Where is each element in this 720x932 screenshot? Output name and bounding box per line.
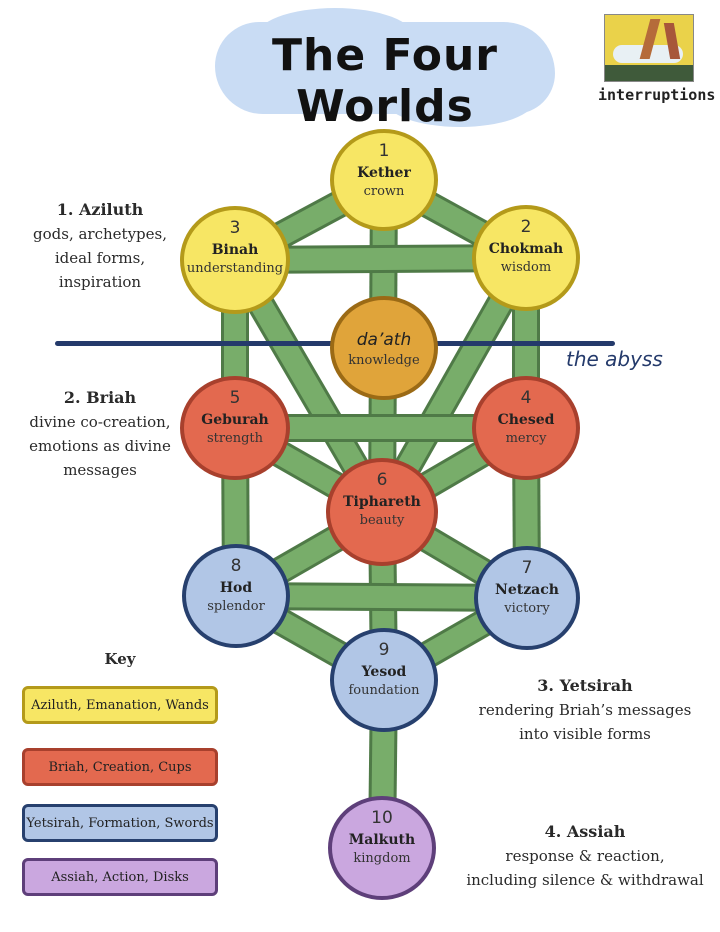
key-item-assiah: Assiah, Action, Disks (22, 858, 218, 896)
sephirah-meaning: mercy (505, 431, 547, 446)
sephirah-name: da’ath (356, 330, 412, 350)
sephirah-daath: da’ath knowledge (330, 296, 438, 400)
sephirah-kether: 1 Kether crown (330, 129, 438, 231)
sephirah-number: 4 (520, 388, 532, 408)
page-title: The Four Worlds (271, 30, 499, 132)
world-briah: 2. Briah divine co-creation, emotions as… (5, 386, 195, 482)
sephirah-name: Geburah (201, 412, 269, 428)
sephirah-meaning: splendor (207, 599, 265, 614)
sephirah-tiphareth: 6 Tiphareth beauty (326, 458, 438, 566)
abyss-label: the abyss (566, 347, 663, 371)
sephirah-hod: 8 Hod splendor (182, 544, 290, 648)
sephirah-meaning: knowledge (348, 353, 420, 368)
sephirah-yesod: 9 Yesod foundation (330, 628, 438, 732)
key-item-label: Yetsirah, Formation, Swords (26, 815, 214, 831)
sephirah-name: Malkuth (348, 832, 416, 848)
sephirah-name: Kether (357, 165, 411, 181)
sephirah-meaning: kingdom (353, 851, 411, 866)
title-cloud (215, 8, 555, 127)
world-title: 2. Briah (63, 388, 137, 407)
sephirah-chokmah: 2 Chokmah wisdom (472, 205, 580, 311)
world-line: rendering Briah’s messages (478, 701, 692, 719)
world-line: divine co-creation, (29, 413, 171, 431)
sephirah-number: 6 (376, 470, 388, 490)
world-title: 1. Aziluth (56, 200, 144, 219)
sephirah-name: Netzach (495, 582, 559, 598)
world-line: gods, archetypes, (33, 225, 167, 243)
sephirah-number: 10 (371, 808, 393, 828)
key-item-yetsirah: Yetsirah, Formation, Swords (22, 804, 218, 842)
world-title: 3. Yetsirah (537, 676, 633, 695)
world-line: response & reaction, (505, 847, 665, 865)
sephirah-meaning: wisdom (500, 260, 552, 275)
world-yetsirah: 3. Yetsirah rendering Briah’s messages i… (465, 674, 705, 746)
sephirah-name: Tiphareth (343, 494, 421, 510)
sephirah-name: Chesed (497, 412, 555, 428)
sephirah-meaning: crown (363, 184, 405, 199)
sephirah-number: 2 (520, 217, 532, 237)
sephirah-name: Hod (219, 580, 253, 596)
sephirah-malkuth: 10 Malkuth kingdom (328, 796, 436, 900)
sephirah-chesed: 4 Chesed mercy (472, 376, 580, 480)
sephirah-meaning: beauty (359, 513, 405, 528)
key-item-label: Briah, Creation, Cups (48, 759, 192, 775)
key-title: Key (104, 650, 136, 668)
sephirah-number: 3 (229, 218, 241, 238)
sephirah-number: 9 (378, 640, 390, 660)
world-line: into visible forms (519, 725, 651, 743)
sephirah-meaning: foundation (348, 683, 420, 698)
logo-text: interruptions (598, 86, 716, 104)
world-title: 4. Assiah (544, 822, 626, 841)
sephirah-meaning: understanding (186, 261, 284, 276)
sephirah-netzach: 7 Netzach victory (474, 546, 580, 650)
key-item-aziluth: Aziluth, Emanation, Wands (22, 686, 218, 724)
sephirah-number: 1 (378, 141, 390, 161)
world-aziluth: 1. Aziluth gods, archetypes, ideal forms… (10, 198, 190, 294)
world-line: messages (63, 461, 137, 479)
key-item-label: Aziluth, Emanation, Wands (31, 697, 209, 713)
world-line: emotions as divine (29, 437, 171, 455)
sephirah-binah: 3 Binah understanding (180, 206, 290, 314)
key-item-label: Assiah, Action, Disks (51, 869, 189, 885)
key-item-briah: Briah, Creation, Cups (22, 748, 218, 786)
world-line: ideal forms, (54, 249, 146, 267)
sephirah-meaning: strength (206, 431, 264, 446)
sephirah-name: Chokmah (488, 241, 564, 257)
sephirah-number: 8 (230, 556, 242, 576)
world-line: including silence & withdrawal (466, 871, 704, 889)
world-line: inspiration (58, 273, 142, 291)
sephirah-name: Binah (211, 242, 259, 258)
sephirah-number: 7 (521, 558, 533, 578)
sephirah-geburah: 5 Geburah strength (180, 376, 290, 480)
sephirah-meaning: victory (504, 601, 550, 616)
sephirah-name: Yesod (361, 664, 407, 680)
sephirah-number: 5 (229, 388, 241, 408)
world-assiah: 4. Assiah response & reaction, including… (460, 820, 710, 892)
